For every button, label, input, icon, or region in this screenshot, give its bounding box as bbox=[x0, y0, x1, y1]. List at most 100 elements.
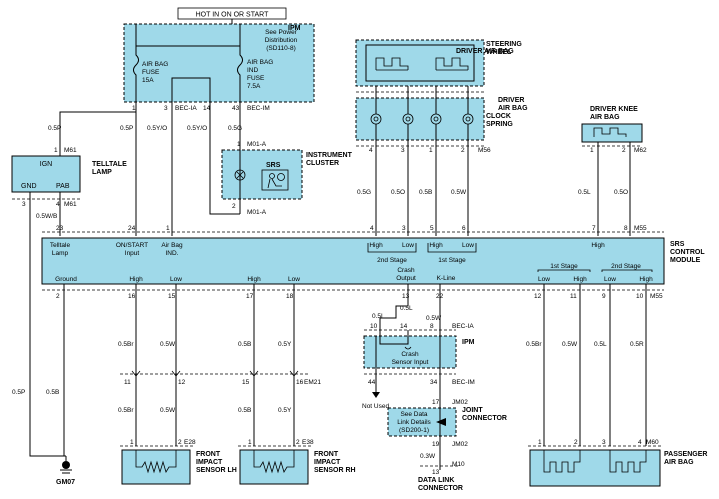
diagram-label: 16 bbox=[128, 293, 136, 300]
diagram-label: See Data bbox=[400, 411, 427, 418]
diagram-label: Low bbox=[462, 242, 474, 249]
diagram-label: (SD200-1) bbox=[399, 427, 429, 434]
diagram-label: Ground bbox=[55, 276, 77, 283]
diagram-label: 11 bbox=[570, 293, 577, 300]
diagram-label: 15 bbox=[242, 379, 250, 386]
diagram-label: AIR BAG bbox=[498, 105, 528, 112]
diagram-label: 2 bbox=[56, 293, 60, 300]
diagram-label: 0.5Br bbox=[526, 341, 542, 348]
diagram-label: 13 bbox=[402, 293, 410, 300]
diagram-label: 16 bbox=[296, 379, 304, 386]
diagram-label: 0.5O bbox=[391, 189, 405, 196]
diagram-label: 0.5G bbox=[357, 189, 371, 196]
diagram-label: M55 bbox=[634, 225, 647, 232]
diagram-label: IGN bbox=[40, 161, 52, 168]
passenger-airbag-squib-icon-1 bbox=[543, 450, 581, 473]
diagram-label: CONNECTOR bbox=[462, 415, 507, 422]
diagram-label: See Power bbox=[265, 29, 298, 36]
diagram-label: 3 bbox=[22, 201, 26, 208]
diagram-label: 17 bbox=[246, 293, 254, 300]
diagram-label: GND bbox=[21, 183, 37, 190]
diagram-label: Crash bbox=[401, 351, 419, 358]
diagram-label: 1 bbox=[166, 225, 170, 232]
diagram-label: FUSE bbox=[142, 69, 160, 76]
diagram-label: E38 bbox=[302, 439, 314, 446]
diagram-label: 4 bbox=[369, 147, 373, 154]
diagram-label: 43 bbox=[232, 105, 240, 112]
diagram-label: SPRING bbox=[486, 121, 513, 128]
diagram-label: 4 bbox=[370, 225, 374, 232]
diagram-label: SRS bbox=[670, 241, 685, 248]
diagram-label: 6 bbox=[462, 225, 466, 232]
diagram-label: 0.5B bbox=[419, 189, 432, 196]
diagram-label: 2 bbox=[178, 439, 182, 446]
diagram-label: 0.5L bbox=[578, 189, 591, 196]
diagram-label: 2 bbox=[232, 203, 236, 210]
diagram-label: Low bbox=[538, 276, 550, 283]
diagram-label: 5 bbox=[430, 225, 434, 232]
diagram-label: CONNECTOR bbox=[418, 485, 463, 492]
srs-lamp-icon bbox=[234, 169, 246, 181]
diagram-label: M01-A bbox=[247, 209, 267, 216]
diagram-label: Sensor Input bbox=[392, 359, 429, 366]
diagram-label: 0.5W/B bbox=[36, 213, 57, 220]
diagram-label: 1st Stage bbox=[438, 257, 466, 264]
diagram-label: 2nd Stage bbox=[377, 257, 407, 264]
clock-spring-block: DRIVER AIR BAG CLOCK SPRING bbox=[355, 97, 528, 141]
diagram-label: PASSENGER bbox=[664, 451, 707, 458]
diagram-label: 3 bbox=[402, 225, 406, 232]
diagram-label: 3 bbox=[401, 147, 405, 154]
diagram-label: 0.5Y bbox=[278, 407, 292, 414]
diagram-label: High bbox=[639, 276, 653, 283]
diagram-label: 0.5Y bbox=[278, 341, 292, 348]
data-link-arrow-icon bbox=[436, 408, 446, 436]
diagram-label: 0.5B bbox=[238, 341, 251, 348]
diagram-label: IMPACT bbox=[314, 459, 341, 466]
diagram-label: 4 bbox=[56, 201, 60, 208]
diagram-label: 14 bbox=[203, 105, 211, 112]
diagram-label: High bbox=[591, 242, 605, 249]
diagram-label: Low bbox=[402, 242, 414, 249]
diagram-label: 3 bbox=[164, 105, 168, 112]
diagram-label: 0.5W bbox=[160, 341, 176, 348]
diagram-label: Telltale bbox=[50, 242, 71, 249]
driver-airbag-squib-icon-2 bbox=[435, 57, 469, 71]
diagram-label: 2 bbox=[574, 439, 578, 446]
diagram-label: BEC-IM bbox=[452, 379, 475, 386]
diagram-label: 0.5W bbox=[451, 189, 467, 196]
diagram-label: 0.5Br bbox=[118, 407, 134, 414]
driver-knee-airbag-block: DRIVER KNEE AIR BAG bbox=[581, 106, 643, 143]
driver-airbag-squib-icon-1 bbox=[375, 57, 409, 71]
diagram-label: 13 bbox=[432, 469, 440, 476]
diagram-label: INSTRUMENT bbox=[306, 152, 353, 159]
diagram-label: 44 bbox=[368, 379, 376, 386]
diagram-label: 0.5W bbox=[160, 407, 176, 414]
diagram-label: 0.5B bbox=[46, 389, 59, 396]
diagram-label: 4 bbox=[638, 439, 642, 446]
diagram-label: 0.5P bbox=[12, 389, 25, 396]
diagram-label: DRIVER AIR BAG bbox=[456, 48, 514, 55]
diagram-label: 3 bbox=[602, 439, 606, 446]
front-impact-sensor-rh-block: 1 2 E38 FRONT IMPACT SENSOR RH bbox=[238, 439, 356, 485]
srs-airbag-person-icon bbox=[261, 169, 289, 191]
diagram-label: 1 bbox=[237, 141, 241, 148]
diagram-label: MODULE bbox=[670, 257, 701, 264]
telltale-lamp-block: 1 M61 IGN GND PAB TELLTALE LAMP bbox=[11, 147, 127, 193]
diagram-label: 0.5W bbox=[426, 315, 442, 322]
diagram-label: EM21 bbox=[304, 379, 321, 386]
diagram-label: AIR BAG bbox=[142, 61, 168, 68]
instrument-cluster-block: 1 M01-A INSTRUMENT CLUSTER SRS 2 M01-A bbox=[221, 141, 353, 216]
diagram-label: 17 bbox=[432, 399, 440, 406]
diagram-label: 1 bbox=[248, 439, 252, 446]
diagram-label: High bbox=[429, 242, 443, 249]
diagram-label: 8 bbox=[430, 323, 434, 330]
diagram-label: High bbox=[129, 276, 143, 283]
diagram-label: High bbox=[573, 276, 587, 283]
diagram-label: 23 bbox=[56, 225, 64, 232]
diagram-label: (SD110-8) bbox=[266, 45, 296, 52]
diagram-label: 7.5A bbox=[247, 83, 261, 90]
diagram-label: AIR BAG bbox=[590, 114, 620, 121]
diagram-label: Output bbox=[396, 275, 416, 282]
diagram-label: Input bbox=[125, 250, 140, 257]
diagram-label: 0.5B bbox=[238, 407, 251, 414]
